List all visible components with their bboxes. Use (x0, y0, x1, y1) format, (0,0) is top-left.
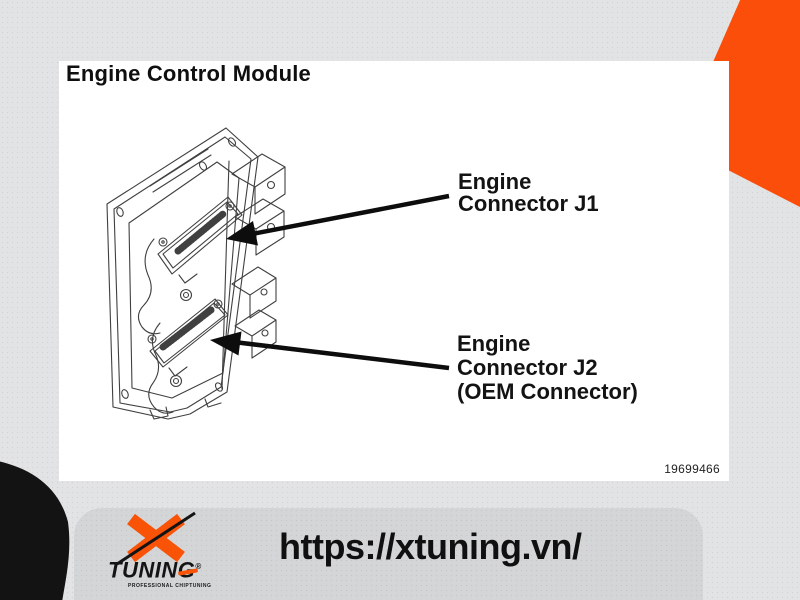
brand-logo: TUNING® PROFESSIONAL CHIPTUNING (74, 508, 274, 600)
brand-tagline: PROFESSIONAL CHIPTUNING (128, 583, 212, 589)
bolt-holes (116, 137, 237, 399)
arrow-j1 (226, 193, 450, 246)
module-outline (106, 127, 259, 420)
callout-j1-label: Engine Connector J1 (458, 171, 599, 215)
brand-name: TUNING® (108, 555, 248, 582)
callout-j1-line2: Connector J1 (458, 191, 599, 216)
brand-name-text: TUNING (108, 557, 196, 583)
seal-curves (137, 238, 174, 414)
callout-j2-label: Engine Connector J2 (OEM Connector) (457, 332, 638, 404)
registered-mark: ® (195, 562, 202, 571)
connector-j1 (157, 196, 243, 284)
figure-number: 19699466 (664, 462, 720, 476)
callout-j2-line1: Engine (457, 331, 531, 356)
page-title: Engine Control Module (66, 61, 311, 86)
callout-j1-line1: Engine (458, 169, 532, 194)
footer-bar: TUNING® PROFESSIONAL CHIPTUNING https://… (74, 508, 703, 600)
callout-j2-line2: Connector J2 (457, 355, 598, 380)
website-url: https://xtuning.vn/ (279, 526, 582, 567)
callout-j2-line3: (OEM Connector) (457, 379, 638, 404)
connector-j2 (147, 298, 229, 377)
x-logo-icon (116, 511, 196, 566)
mounting-bosses (231, 153, 286, 359)
arrow-j2 (210, 331, 450, 371)
orange-corner-shape (713, 0, 800, 207)
callout-arrows (210, 193, 450, 371)
ecm-line-drawing (106, 127, 450, 420)
diagram-panel: Engine Control Module (59, 61, 729, 481)
